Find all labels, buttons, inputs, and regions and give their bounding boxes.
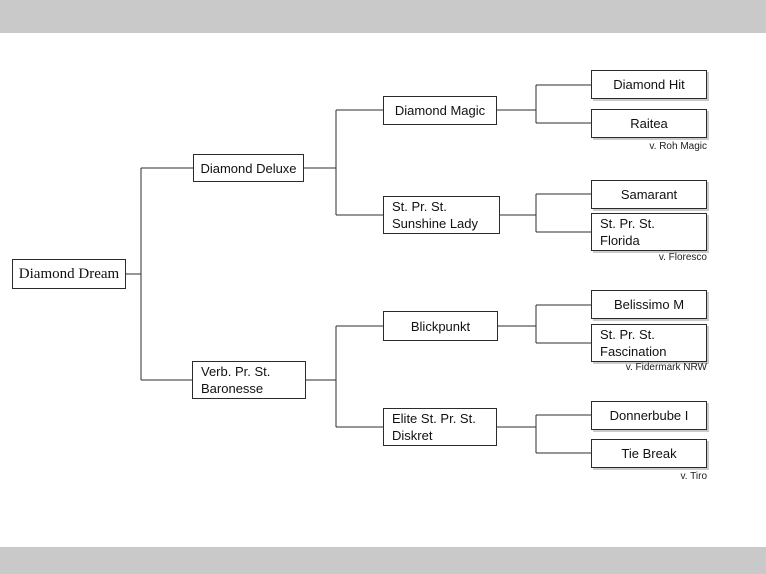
pedigree-box-baronesse: Verb. Pr. St. Baronesse <box>192 361 306 399</box>
pedigree-box-blickpunkt: Blickpunkt <box>383 311 498 341</box>
horse-name: St. Pr. St. Sunshine Lady <box>392 199 479 231</box>
horse-name: Samarant <box>620 187 678 202</box>
pedigree-box-sunshine-lady: St. Pr. St. Sunshine Lady <box>383 196 500 234</box>
horse-name: Blickpunkt <box>410 318 471 334</box>
horse-name: Diamond Dream <box>18 265 120 282</box>
horse-name: Raitea <box>630 116 668 131</box>
pedigree-box-diamond-dream: Diamond Dream <box>12 259 126 289</box>
gen4-box-raitea: Raitea <box>591 109 707 138</box>
horse-name: St. Pr. St. Florida <box>600 216 655 248</box>
gen4-box-tie-break: Tie Break <box>591 439 707 468</box>
horse-name: Diamond Deluxe <box>200 160 297 176</box>
horse-name: Verb. Pr. St. Baronesse <box>201 364 271 396</box>
gen4-caption-florida-sire: v. Floresco <box>658 252 707 263</box>
pedigree-box-diamond-magic: Diamond Magic <box>383 96 497 125</box>
horse-name: Donnerbube I <box>609 408 689 423</box>
gen4-box-fascination: St. Pr. St. Fascination <box>591 324 707 362</box>
horse-name: St. Pr. St. Fascination <box>600 327 667 359</box>
gen4-box-samarant: Samarant <box>591 180 707 209</box>
gen4-caption-tie-break-sire: v. Tiro <box>680 471 707 482</box>
pedigree-box-diskret: Elite St. Pr. St. Diskret <box>383 408 497 446</box>
gen4-box-diamond-hit: Diamond Hit <box>591 70 707 99</box>
gen4-box-florida: St. Pr. St. Florida <box>591 213 707 251</box>
pedigree-box-diamond-deluxe: Diamond Deluxe <box>193 154 304 182</box>
horse-name: Diamond Hit <box>613 77 685 92</box>
horse-name: Belissimo M <box>613 297 685 312</box>
gen4-caption-raitea-sire: v. Roh Magic <box>649 141 707 152</box>
gen4-caption-fascination-sire: v. Fidermark NRW <box>625 362 707 373</box>
horse-name: Diamond Magic <box>394 103 486 118</box>
horse-name: Tie Break <box>621 446 677 461</box>
gen4-box-belissimo-m: Belissimo M <box>591 290 707 319</box>
gen4-box-donnerbube: Donnerbube I <box>591 401 707 430</box>
horse-name: Elite St. Pr. St. Diskret <box>392 411 476 443</box>
